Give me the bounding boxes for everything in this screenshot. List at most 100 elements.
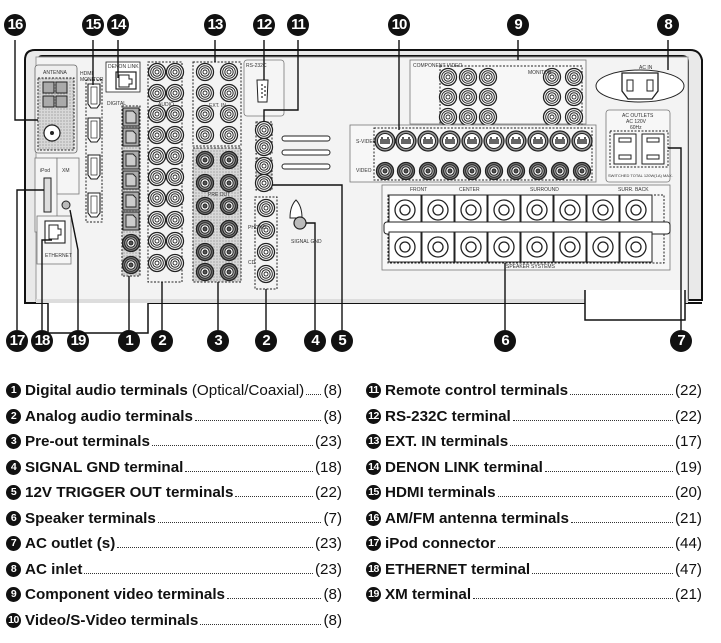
legend-item-subtitle: (Optical/Coaxial) bbox=[191, 382, 305, 400]
legend-number-badge: 17 bbox=[366, 536, 381, 552]
legend-page-ref: (18) bbox=[314, 458, 342, 476]
rear-panel-diagram: ANTENNA iPod XM ETHERNET HDMI MONITOR DE… bbox=[4, 14, 703, 352]
legend-page-ref: (21) bbox=[674, 586, 702, 604]
legend-page-ref: (21) bbox=[674, 509, 702, 527]
legend-item-name: AC outlet (s) bbox=[25, 535, 116, 553]
leader-dots bbox=[200, 623, 322, 625]
pre-out-label: PRE OUT bbox=[208, 192, 230, 198]
legend-number-badge: 15 bbox=[366, 485, 381, 501]
legend-number-badge: 1 bbox=[6, 383, 21, 399]
leader-dots bbox=[117, 547, 313, 549]
leader-dots bbox=[227, 598, 322, 600]
legend-item-name: DENON LINK terminal bbox=[385, 458, 543, 476]
callout-19: 19 bbox=[67, 330, 89, 352]
legend-number-badge: 4 bbox=[6, 459, 21, 475]
legend-item-name: EXT. IN terminals bbox=[385, 433, 509, 451]
legend-page-ref: (47) bbox=[674, 560, 702, 578]
speaker-surround-label: SURROUND bbox=[530, 187, 559, 193]
hdmi-label: HDMI bbox=[80, 71, 93, 77]
legend-item-name: AC inlet bbox=[25, 560, 83, 578]
legend-item-name: Speaker terminals bbox=[25, 509, 156, 527]
ac-freq-label: 60Hz bbox=[630, 125, 642, 131]
audio-label: AUDIO bbox=[158, 102, 174, 108]
legend-number-badge: 12 bbox=[366, 408, 381, 424]
cd-label: CD bbox=[248, 260, 256, 266]
ext-in-label: EXT. IN bbox=[209, 103, 226, 109]
callout-7: 7 bbox=[670, 330, 692, 352]
s-video-label: S-VIDEO bbox=[356, 139, 377, 145]
hdmi-monitor-label: MONITOR bbox=[80, 77, 104, 83]
legend-item-name: SIGNAL GND terminal bbox=[25, 458, 184, 476]
callout-4: 4 bbox=[304, 330, 326, 352]
callout-12: 12 bbox=[253, 14, 275, 36]
callout-11: 11 bbox=[287, 14, 309, 36]
legend-page-ref: (22) bbox=[674, 407, 702, 425]
leader-dots bbox=[532, 572, 673, 574]
legend-item-name: ETHERNET terminal bbox=[385, 560, 531, 578]
ac-in-label: AC IN bbox=[639, 65, 653, 71]
legend-page-ref: (8) bbox=[323, 382, 342, 400]
legend-item-name: HDMI terminals bbox=[385, 484, 496, 502]
speaker-center-label: CENTER bbox=[459, 187, 480, 193]
legend-item-name: XM terminal bbox=[385, 586, 472, 604]
callout-6: 6 bbox=[494, 330, 516, 352]
legend-page-ref: (20) bbox=[674, 484, 702, 502]
legend-page-ref: (8) bbox=[323, 407, 342, 425]
callout-2a: 2 bbox=[151, 330, 173, 352]
callout-14: 14 bbox=[107, 14, 129, 36]
legend-number-badge: 8 bbox=[6, 561, 21, 577]
rs232c-label: RS-232C bbox=[246, 63, 267, 69]
legend-page-ref: (8) bbox=[323, 611, 342, 629]
legend-number-badge: 14 bbox=[366, 459, 381, 475]
legend-number-badge: 10 bbox=[6, 612, 21, 628]
legend-page-ref: (23) bbox=[314, 560, 342, 578]
legend-item-name: Component video terminals bbox=[25, 586, 225, 604]
leader-dots bbox=[497, 547, 673, 549]
legend-number-badge: 16 bbox=[366, 510, 381, 526]
legend-item-name: Analog audio terminals bbox=[25, 407, 193, 425]
legend-item-name: AM/FM antenna terminals bbox=[385, 509, 569, 527]
leader-dots bbox=[151, 445, 313, 447]
legend-item-name: iPod connector bbox=[385, 535, 496, 553]
speaker-front-label: FRONT bbox=[410, 187, 427, 193]
leader-dots bbox=[544, 470, 673, 472]
xm-label: XM bbox=[62, 168, 70, 174]
callout-18: 18 bbox=[31, 330, 53, 352]
leader-dots bbox=[194, 419, 322, 421]
legend-number-badge: 19 bbox=[366, 587, 381, 603]
legend-item-name: Pre-out terminals bbox=[25, 433, 150, 451]
leader-dots bbox=[473, 598, 673, 600]
legend-number-badge: 5 bbox=[6, 485, 21, 501]
leader-dots bbox=[510, 445, 673, 447]
legend-number-badge: 6 bbox=[6, 510, 21, 526]
video-label: VIDEO bbox=[356, 168, 372, 174]
ac-voltage-label: AC 120V bbox=[626, 119, 647, 125]
component-video-label: COMPONENT VIDEO bbox=[413, 63, 462, 69]
legend-page-ref: (23) bbox=[314, 535, 342, 553]
legend-page-ref: (44) bbox=[674, 535, 702, 553]
legend-item-name: 12V TRIGGER OUT terminals bbox=[25, 484, 234, 502]
phono-label: PHONO bbox=[248, 225, 266, 231]
leader-dots bbox=[235, 496, 313, 498]
